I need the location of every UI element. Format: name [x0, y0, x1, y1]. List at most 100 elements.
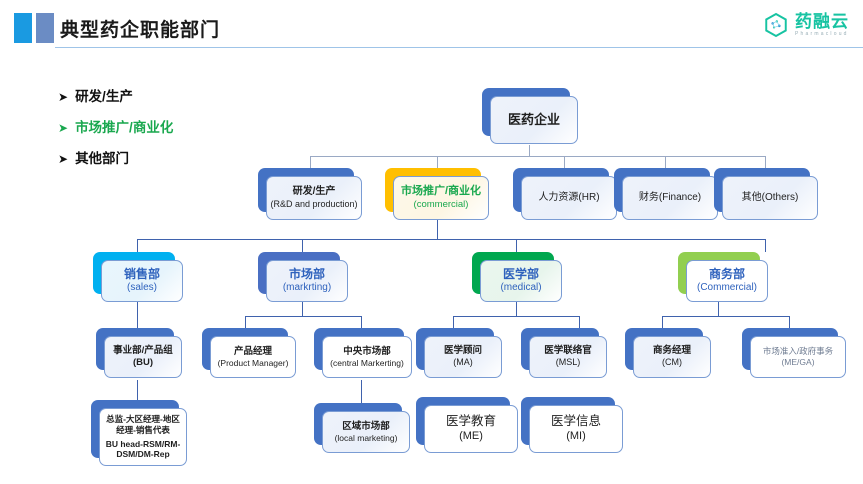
bullet-item-label: 市场推广/商业化 [75, 120, 174, 135]
node-face: 其他(Others) [722, 176, 818, 220]
node-label-cn: 财务(Finance) [638, 191, 702, 203]
connector [516, 302, 517, 316]
node-label-cn: 医学联络官 [544, 345, 592, 357]
node-label-en: (BU) [132, 357, 154, 368]
node-label-cn: 医药企业 [507, 111, 560, 127]
node-face: 医学信息 (MI) [529, 405, 623, 453]
bullet-item-label: 其他部门 [75, 151, 130, 166]
node-label-cn: 总监-大区经理-地区经理-销售代表 [106, 414, 180, 435]
connector-bus-level2 [310, 156, 765, 157]
node-medical-information[interactable]: 医学信息 (MI) [521, 397, 623, 453]
node-medical-education[interactable]: 医学教育 (ME) [416, 397, 518, 453]
node-face: 市场推广/商业化 (commercial) [393, 176, 489, 220]
node-label-en: BU head-RSM/RM-DSM/DM-Rep [105, 438, 181, 460]
node-face: 产品经理 (Product Manager) [210, 336, 296, 378]
connector [137, 380, 138, 400]
node-face: 事业部/产品组 (BU) [104, 336, 182, 378]
bullet-item-rnd: ➤ 研发/生产 [58, 85, 233, 105]
node-commercial[interactable]: 市场推广/商业化 (commercial) [385, 168, 489, 220]
node-label-cn: 产品经理 [233, 345, 272, 357]
node-label-en: (MI) [566, 429, 586, 442]
title-accent-bar-primary [14, 13, 32, 43]
connector-bus-medical [453, 316, 579, 317]
node-label-en: (central Markerting) [330, 357, 404, 368]
node-market-access[interactable]: 市场准入/政府事务 (ME/GA) [742, 328, 846, 378]
node-label-en: (MA) [453, 357, 473, 368]
chevron-right-icon: ➤ [58, 152, 69, 166]
connector [579, 316, 580, 328]
connector [516, 239, 517, 252]
node-label-cn: 商务经理 [652, 345, 691, 357]
node-label-en: (markrting) [282, 282, 332, 294]
node-label-en: (MSL) [555, 357, 581, 368]
node-local-marketing[interactable]: 区域市场部 (local marketing) [314, 403, 410, 453]
node-face: 医药企业 [490, 96, 578, 144]
node-bu-head[interactable]: 总监-大区经理-地区经理-销售代表 BU head-RSM/RM-DSM/DM-… [91, 400, 187, 466]
node-label-cn: 市场推广/商业化 [400, 185, 482, 198]
node-label-cn: 研发/生产 [292, 186, 336, 198]
page-header: 典型药企职能部门 药融云 Pharmacloud [0, 0, 863, 56]
page-title: 典型药企职能部门 [60, 20, 221, 41]
connector [137, 239, 138, 252]
connector [245, 316, 246, 328]
connector-bus-marketing [245, 316, 361, 317]
node-face: 医学部 (medical) [480, 260, 562, 302]
chevron-right-icon: ➤ [58, 90, 69, 104]
node-face: 医学联络官 (MSL) [529, 336, 607, 378]
connector [662, 316, 663, 328]
node-label-cn: 市场准入/政府事务 [762, 346, 834, 357]
node-label-en: (sales) [126, 282, 157, 294]
node-label-cn: 其他(Others) [741, 191, 799, 203]
node-label-en: (Commercial) [697, 282, 757, 294]
node-label-en: (ME) [459, 429, 483, 442]
node-label-en: (commercial) [413, 198, 469, 210]
node-medical[interactable]: 医学部 (medical) [472, 252, 562, 302]
node-label-cn: 医学信息 [550, 414, 601, 429]
brand-tagline: Pharmacloud [795, 31, 849, 37]
connector [529, 145, 530, 157]
section-bullet-list: ➤ 研发/生产 ➤ 市场推广/商业化 ➤ 其他部门 [58, 85, 233, 178]
node-face: 市场部 (markrting) [266, 260, 348, 302]
node-finance[interactable]: 财务(Finance) [614, 168, 718, 220]
connector [310, 156, 311, 168]
node-product-manager[interactable]: 产品经理 (Product Manager) [202, 328, 296, 378]
node-rnd[interactable]: 研发/生产 (R&D and production) [258, 168, 362, 220]
node-marketing[interactable]: 市场部 (markrting) [258, 252, 348, 302]
brand-logo-text: 药融云 Pharmacloud [795, 13, 849, 37]
connector [765, 239, 766, 252]
node-face: 商务经理 (CM) [633, 336, 711, 378]
bullet-item-others: ➤ 其他部门 [58, 147, 233, 167]
node-face: 人力资源(HR) [521, 176, 617, 220]
node-hr[interactable]: 人力资源(HR) [513, 168, 617, 220]
node-label-en: (CM) [662, 357, 682, 368]
bullet-item-commercial: ➤ 市场推广/商业化 [58, 116, 233, 136]
node-msl[interactable]: 医学联络官 (MSL) [521, 328, 607, 378]
title-divider [55, 47, 863, 48]
node-root[interactable]: 医药企业 [482, 88, 578, 144]
node-label-en: (ME/GA) [781, 357, 815, 367]
connector [453, 316, 454, 328]
chevron-right-icon: ➤ [58, 121, 69, 135]
node-label-cn: 市场部 [288, 267, 325, 282]
node-label-cn: 医学顾问 [443, 345, 482, 357]
brand-logo: 药融云 Pharmacloud [763, 10, 849, 40]
node-face: 销售部 (sales) [101, 260, 183, 302]
connector [361, 316, 362, 328]
node-medical-advisor[interactable]: 医学顾问 (MA) [416, 328, 502, 378]
title-accent-bar-secondary [36, 13, 54, 43]
connector [765, 156, 766, 168]
bullet-item-label: 研发/生产 [75, 89, 133, 104]
node-bu[interactable]: 事业部/产品组 (BU) [96, 328, 182, 378]
node-label-cn: 中央市场部 [343, 345, 391, 357]
node-sales[interactable]: 销售部 (sales) [93, 252, 183, 302]
node-face: 研发/生产 (R&D and production) [266, 176, 362, 220]
node-central-marketing[interactable]: 中央市场部 (central Markerting) [314, 328, 412, 378]
node-face: 中央市场部 (central Markerting) [322, 336, 412, 378]
node-label-cn: 医学部 [502, 267, 539, 282]
connector [302, 239, 303, 252]
node-label-cn: 商务部 [708, 267, 745, 282]
node-others[interactable]: 其他(Others) [714, 168, 818, 220]
node-commercial-manager[interactable]: 商务经理 (CM) [625, 328, 711, 378]
node-bizdev[interactable]: 商务部 (Commercial) [678, 252, 768, 302]
node-face: 医学教育 (ME) [424, 405, 518, 453]
